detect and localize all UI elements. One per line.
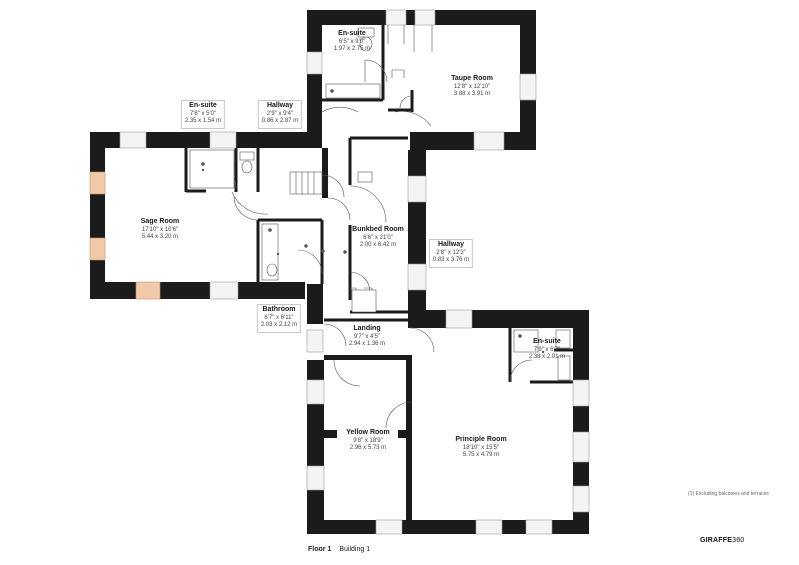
room-name: Bunkbed Room [352,226,404,233]
floor-caption: Floor 1 Building 1 [308,546,370,553]
room-dim-metric: 2.00 x 6.42 m [359,242,397,249]
room-dim-metric: 1.97 x 2.75 m [333,46,371,53]
interior-walls [184,25,573,384]
room-name: En-suite [189,102,217,109]
footnote: (1) Excluding balconies and terraces [688,491,769,497]
room-dim-metric: 0.83 x 3.76 m [432,257,470,264]
building-name: Building 1 [339,546,371,553]
room-name: Bathroom [262,306,296,313]
room-name: En-suite [338,30,366,37]
room-dim-metric: 2.96 x 5.73 m [349,445,387,452]
room-dim-imperial: 6'7" x 6'11" [264,314,294,321]
room-name: Landing [353,325,381,332]
brand-strong: GIRAFFE [700,537,733,544]
room-name: Sage Room [140,218,180,225]
room-dim-metric: 3.88 x 3.91 m [453,91,491,98]
room-dim-imperial: 17'10" x 10'6" [141,226,179,233]
room-dim-metric: 2.94 x 1.36 m [348,341,386,348]
room-dim-imperial: 7'8" x 5'0" [189,110,217,117]
room-dim-imperial: 7'9" x 6'7" [533,346,561,353]
brand-logo: GIRAFFE360 [700,537,744,544]
highlight-windows [89,171,161,300]
room-name: Yellow Room [346,429,390,436]
room-name: Hallway [437,241,465,248]
room-dim-metric: 0.86 x 2.87 m [261,118,299,125]
room-dim-imperial: 9'8" x 18'9" [353,437,383,444]
floor-name: Floor 1 [308,546,332,553]
room-dim-metric: 2.38 x 2.01 m [528,354,566,361]
markers [201,168,545,354]
room-dim-metric: 5.44 x 3.20 m [141,234,179,241]
room-dim-imperial: 9'7" x 4'5" [353,333,381,340]
room-name: Taupe Room [451,75,493,82]
room-dim-imperial: 6'5" x 9'0" [338,38,366,45]
room-name: Hallway [266,102,294,109]
room-name: Principle Room [455,436,507,443]
room-dim-imperial: 2'8" x 12'3" [436,249,466,256]
room-dim-imperial: 12'8" x 12'10" [453,83,491,90]
room-dim-metric: 5.75 x 4.79 m [462,452,500,459]
room-name: En-suite [533,338,561,345]
room-dim-imperial: 6'6" x 21'0" [363,234,393,241]
room-dim-imperial: 2'9" x 9'4" [266,110,294,117]
windows [119,9,590,535]
room-dim-metric: 2.35 x 1.54 m [184,118,222,125]
room-dim-imperial: 18'10" x 15'5" [462,444,500,451]
room-dim-metric: 2.03 x 2.12 m [260,322,298,329]
brand-rest: 360 [732,537,745,544]
fixtures [189,25,571,381]
